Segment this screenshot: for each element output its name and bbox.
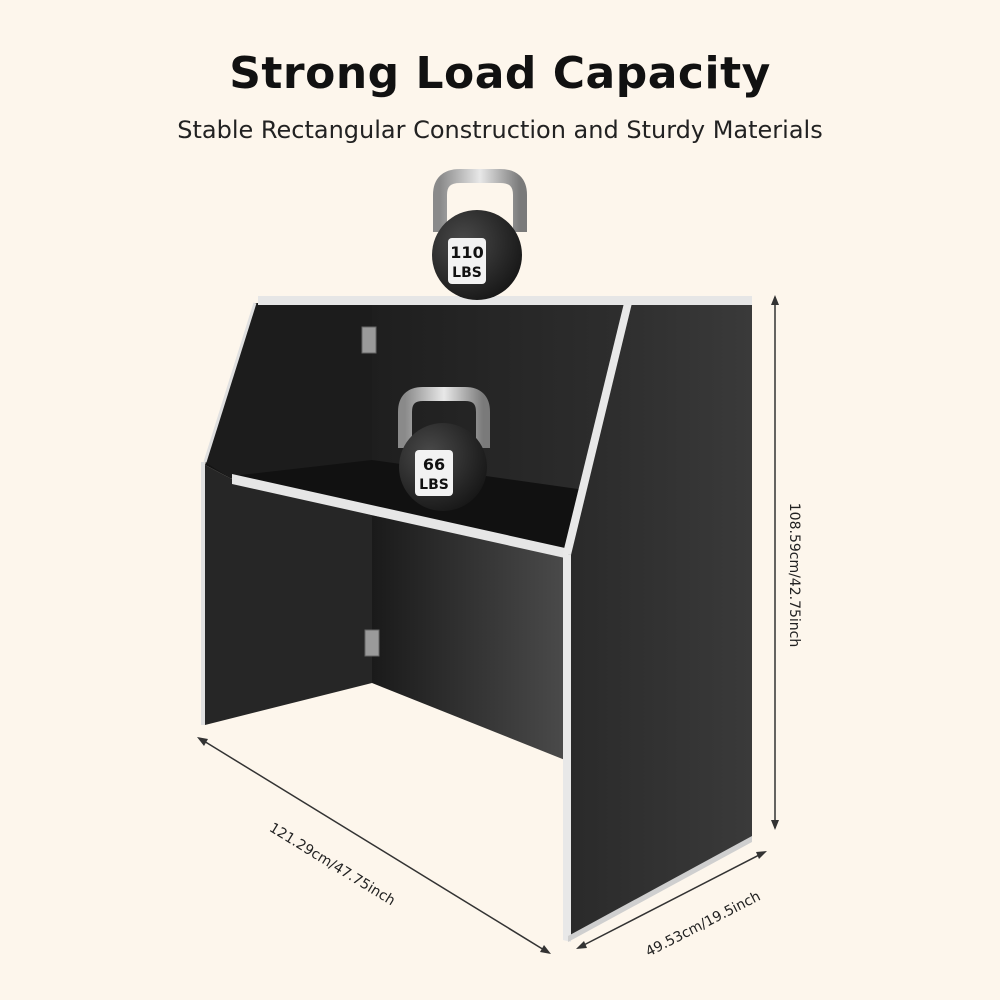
kettlebell-110-value: 110 [450,243,483,262]
kettlebell-66-value: 66 [423,455,445,474]
right-vertical-edge [563,553,571,942]
left-lower-panel [205,465,372,725]
depth-dimension-label: 49.53cm/19.5inch [643,889,763,961]
kettlebell-110-unit: LBS [452,265,482,281]
hinge-lower [364,629,380,657]
left-upper-panel [205,303,372,478]
right-front-edge [563,303,632,555]
width-dimension-label: 121.29cm/47.75inch [266,820,398,909]
page-subtitle: Stable Rectangular Construction and Stur… [177,116,823,144]
top-edge [258,296,752,305]
shelf [232,460,585,552]
left-slant-edge [203,302,257,463]
height-dimension: 108.59cm/42.75inch [771,295,802,830]
kettlebell-110-icon: 110 LBS [432,169,527,300]
width-dimension: 121.29cm/47.75inch [197,737,551,954]
height-dimension-label: 108.59cm/42.75inch [786,503,802,647]
hinge-upper [361,326,377,354]
right-bottom-edge [568,836,752,942]
kettlebell-66-icon: 66 LBS [398,387,490,511]
left-edge [201,462,205,725]
shelf-edge [232,474,565,558]
page-title: Strong Load Capacity [229,48,771,99]
right-side-panel [568,303,752,940]
lower-back-panel [372,515,565,760]
kettlebell-66-unit: LBS [419,477,449,493]
